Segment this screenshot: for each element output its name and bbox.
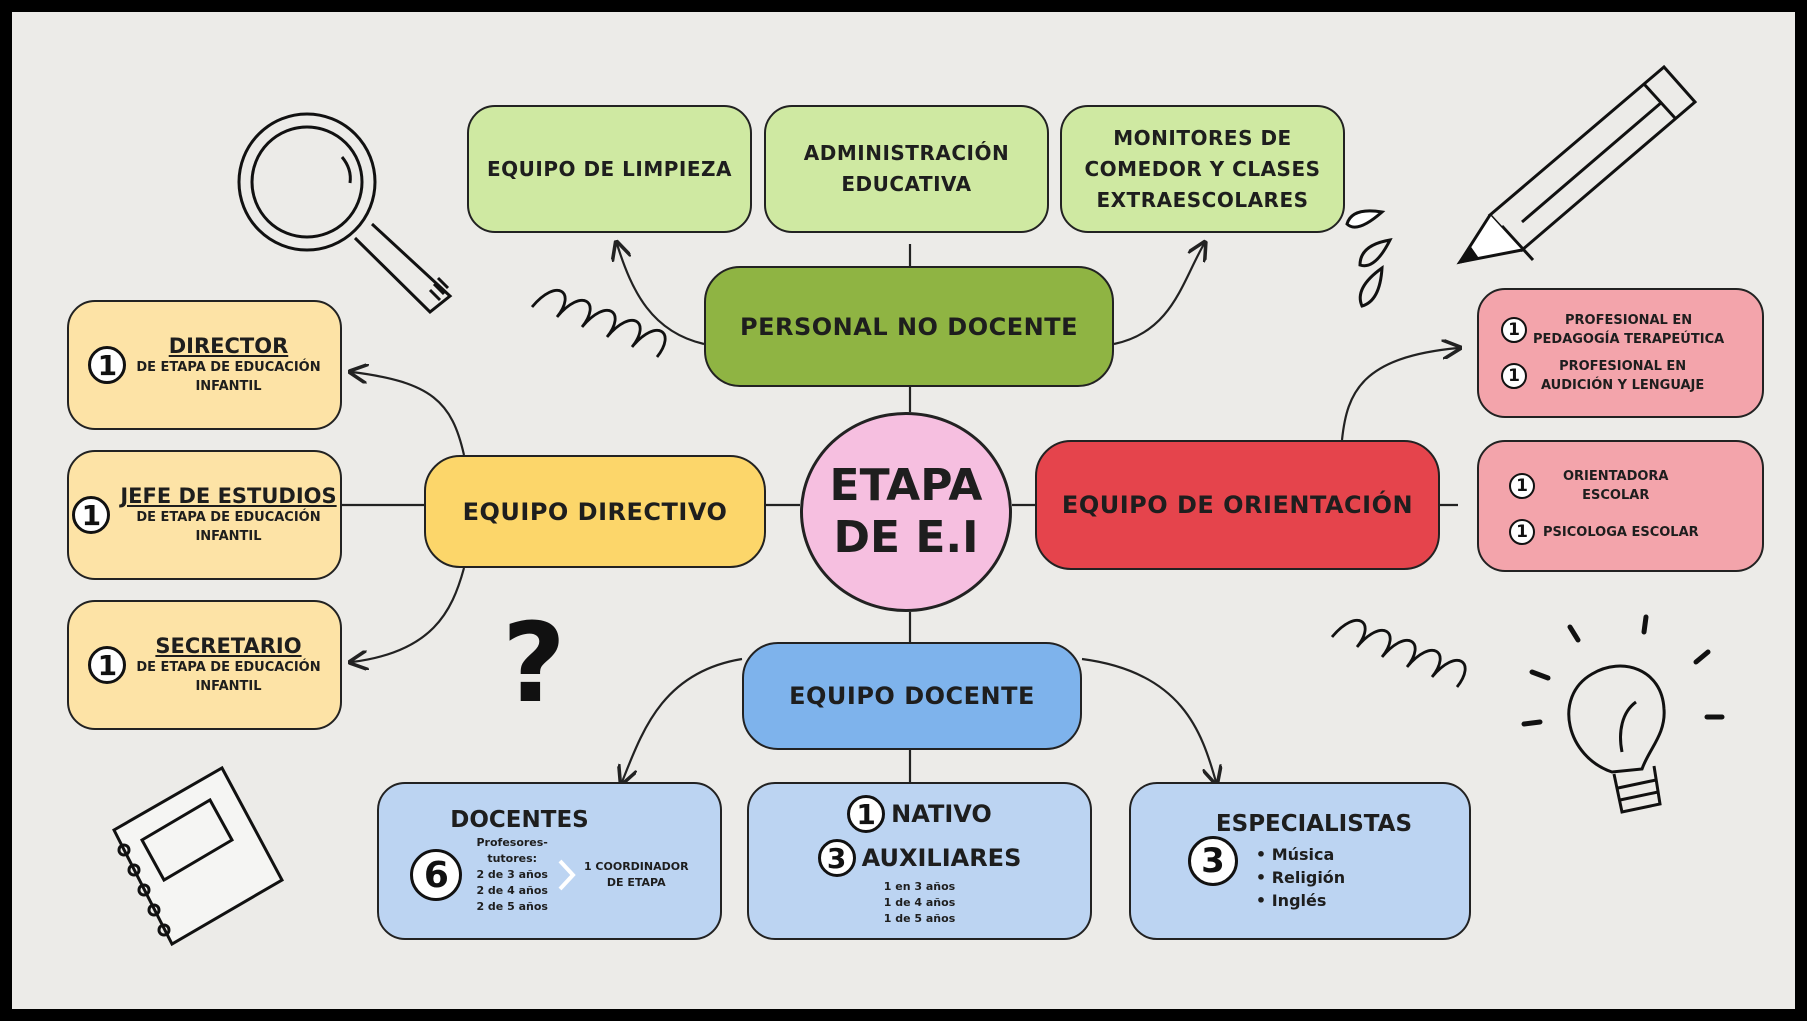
node-equipo-limpieza[interactable]: EQUIPO DE LIMPIEZA: [467, 105, 752, 233]
item-line: PROFESIONAL EN: [1565, 313, 1693, 328]
nativo-label: NATIVO: [891, 800, 992, 828]
node-secretario[interactable]: 1 SECRETARIO DE ETAPA DE EDUCACIÓN INFAN…: [67, 600, 342, 730]
node-equipo-directivo[interactable]: EQUIPO DIRECTIVO: [424, 455, 766, 568]
lightbulb-icon: [1521, 614, 1725, 814]
node-label: MONITORES DE: [1113, 125, 1292, 150]
count-badge: 1: [847, 795, 886, 833]
node-title: PERSONAL NO DOCENTE: [740, 312, 1078, 341]
nativo-row: 1 NATIVO: [847, 795, 992, 833]
role-desc: INFANTIL: [195, 379, 262, 394]
item-line: PEDAGOGÍA TERAPEÚTICA: [1533, 332, 1725, 347]
node-especialistas[interactable]: 3 ESPECIALISTAS • Música • Religión • In…: [1129, 782, 1471, 940]
role-title: SECRETARIO: [155, 634, 302, 658]
especialista-item: • Religión: [1255, 867, 1346, 887]
docentes-title: DOCENTES: [450, 807, 589, 833]
auxiliares-label: AUXILIARES: [861, 844, 1022, 872]
count-badge: 3: [817, 839, 856, 877]
connector-arrow: [352, 567, 466, 662]
node-profesionales[interactable]: 1 PROFESIONAL EN PEDAGOGÍA TERAPEÚTICA 1…: [1477, 288, 1764, 418]
node-nativo-auxiliares[interactable]: 1 NATIVO 3 AUXILIARES 1 en 3 años 1 de 4…: [747, 782, 1092, 940]
count-badge: 1: [88, 646, 127, 684]
question-mark-icon: ?: [502, 599, 566, 727]
pencil-icon: [1456, 64, 1698, 265]
count-badge: 1: [1501, 363, 1527, 389]
role-desc: DE ETAPA DE EDUCACIÓN: [136, 510, 321, 525]
role-title: JEFE DE ESTUDIOS: [120, 484, 337, 508]
node-label: EQUIPO DE LIMPIEZA: [486, 156, 733, 181]
especialista-item: • Inglés: [1255, 890, 1327, 910]
role-desc: INFANTIL: [195, 679, 262, 694]
docentes-content: 6 Profesores- tutores: 2 de 3 años 2 de …: [410, 835, 689, 915]
magnifier-icon: [237, 112, 453, 315]
orientation-item: 1 PROFESIONAL EN AUDICIÓN Y LENGUAJE: [1501, 357, 1704, 395]
role-title: DIRECTOR: [168, 334, 289, 358]
node-monitores[interactable]: MONITORES DE COMEDOR Y CLASES EXTRAESCOL…: [1060, 105, 1345, 233]
orientation-item: 1 PSICOLOGA ESCOLAR: [1509, 519, 1699, 545]
node-director[interactable]: 1 DIRECTOR DE ETAPA DE EDUCACIÓN INFANTI…: [67, 300, 342, 430]
node-label: ADMINISTRACIÓN: [803, 141, 1010, 165]
item-line: PSICOLOGA ESCOLAR: [1543, 524, 1699, 540]
role-desc: DE ETAPA DE EDUCACIÓN: [136, 360, 321, 375]
central-title-line: DE E.I: [833, 512, 979, 563]
connector-arrow: [1081, 657, 1216, 782]
item-line: ORIENTADORA: [1563, 469, 1669, 484]
item-line: PROFESIONAL EN: [1559, 359, 1687, 374]
node-label: COMEDOR Y CLASES: [1084, 156, 1321, 181]
especialistas-title: ESPECIALISTAS: [1215, 810, 1413, 837]
coordinador-label: 1 COORDINADOR: [583, 860, 689, 873]
auxiliares-detail: 1 en 3 años: [883, 880, 956, 893]
tutores-item: 2 de 3 años: [476, 868, 548, 881]
node-equipo-orientacion[interactable]: EQUIPO DE ORIENTACIÓN: [1035, 440, 1440, 570]
auxiliares-row: 3 AUXILIARES: [817, 839, 1022, 877]
connector-arrow: [622, 657, 743, 782]
tutores-item: 2 de 4 años: [476, 884, 548, 897]
count-badge: 1: [1501, 317, 1527, 343]
splash-icon: [1345, 209, 1393, 308]
notebook-icon: [112, 765, 285, 947]
chevron-right-icon: [558, 859, 576, 891]
orientation-item: 1 ORIENTADORA ESCOLAR: [1509, 467, 1669, 505]
count-badge: 1: [72, 496, 111, 534]
node-administracion-educativa[interactable]: ADMINISTRACIÓN EDUCATIVA: [764, 105, 1049, 233]
especialista-item: • Música: [1255, 844, 1335, 864]
tutores-label: Profesores-: [476, 836, 548, 849]
count-badge: 6: [410, 849, 463, 901]
auxiliares-detail: 1 de 4 años: [883, 896, 956, 909]
node-title: EQUIPO DIRECTIVO: [462, 497, 728, 526]
connector-arrow: [1113, 244, 1204, 346]
connector-arrow: [617, 244, 705, 346]
connector-arrow: [1340, 348, 1458, 441]
count-badge: 3: [1187, 836, 1238, 886]
item-line: AUDICIÓN Y LENGUAJE: [1541, 378, 1705, 393]
count-badge: 1: [1509, 519, 1535, 545]
node-orientadora-psicologa[interactable]: 1 ORIENTADORA ESCOLAR 1 PSICOLOGA ESCOLA…: [1477, 440, 1764, 572]
count-badge: 1: [1509, 473, 1535, 499]
node-label: EXTRAESCOLARES: [1096, 187, 1309, 212]
node-docentes[interactable]: DOCENTES 6 Profesores- tutores: 2 de 3 a…: [377, 782, 722, 940]
node-title: EQUIPO DOCENTE: [789, 682, 1035, 710]
central-node[interactable]: ETAPA DE E.I: [800, 412, 1012, 612]
spring-doodle-icon: [1330, 618, 1467, 688]
node-jefe-estudios[interactable]: 1 JEFE DE ESTUDIOS DE ETAPA DE EDUCACIÓN…: [67, 450, 342, 580]
auxiliares-detail: 1 de 5 años: [883, 912, 956, 925]
node-equipo-docente[interactable]: EQUIPO DOCENTE: [742, 642, 1082, 750]
count-badge: 1: [88, 346, 127, 384]
node-label: EDUCATIVA: [841, 172, 972, 196]
role-desc: INFANTIL: [195, 529, 262, 544]
spring-doodle-icon: [530, 288, 667, 358]
item-line: ESCOLAR: [1582, 488, 1650, 503]
tutores-item: 2 de 5 años: [476, 900, 548, 913]
coordinador-label: DE ETAPA: [606, 876, 666, 889]
connector-arrow: [352, 372, 466, 456]
node-personal-no-docente[interactable]: PERSONAL NO DOCENTE: [704, 266, 1114, 387]
central-title-line: ETAPA: [829, 460, 983, 511]
orientation-item: 1 PROFESIONAL EN PEDAGOGÍA TERAPEÚTICA: [1501, 311, 1724, 349]
node-title: EQUIPO DE ORIENTACIÓN: [1061, 491, 1414, 519]
tutores-label: tutores:: [487, 852, 538, 865]
connectors-and-doodles: [112, 64, 1725, 947]
role-desc: DE ETAPA DE EDUCACIÓN: [136, 660, 321, 675]
